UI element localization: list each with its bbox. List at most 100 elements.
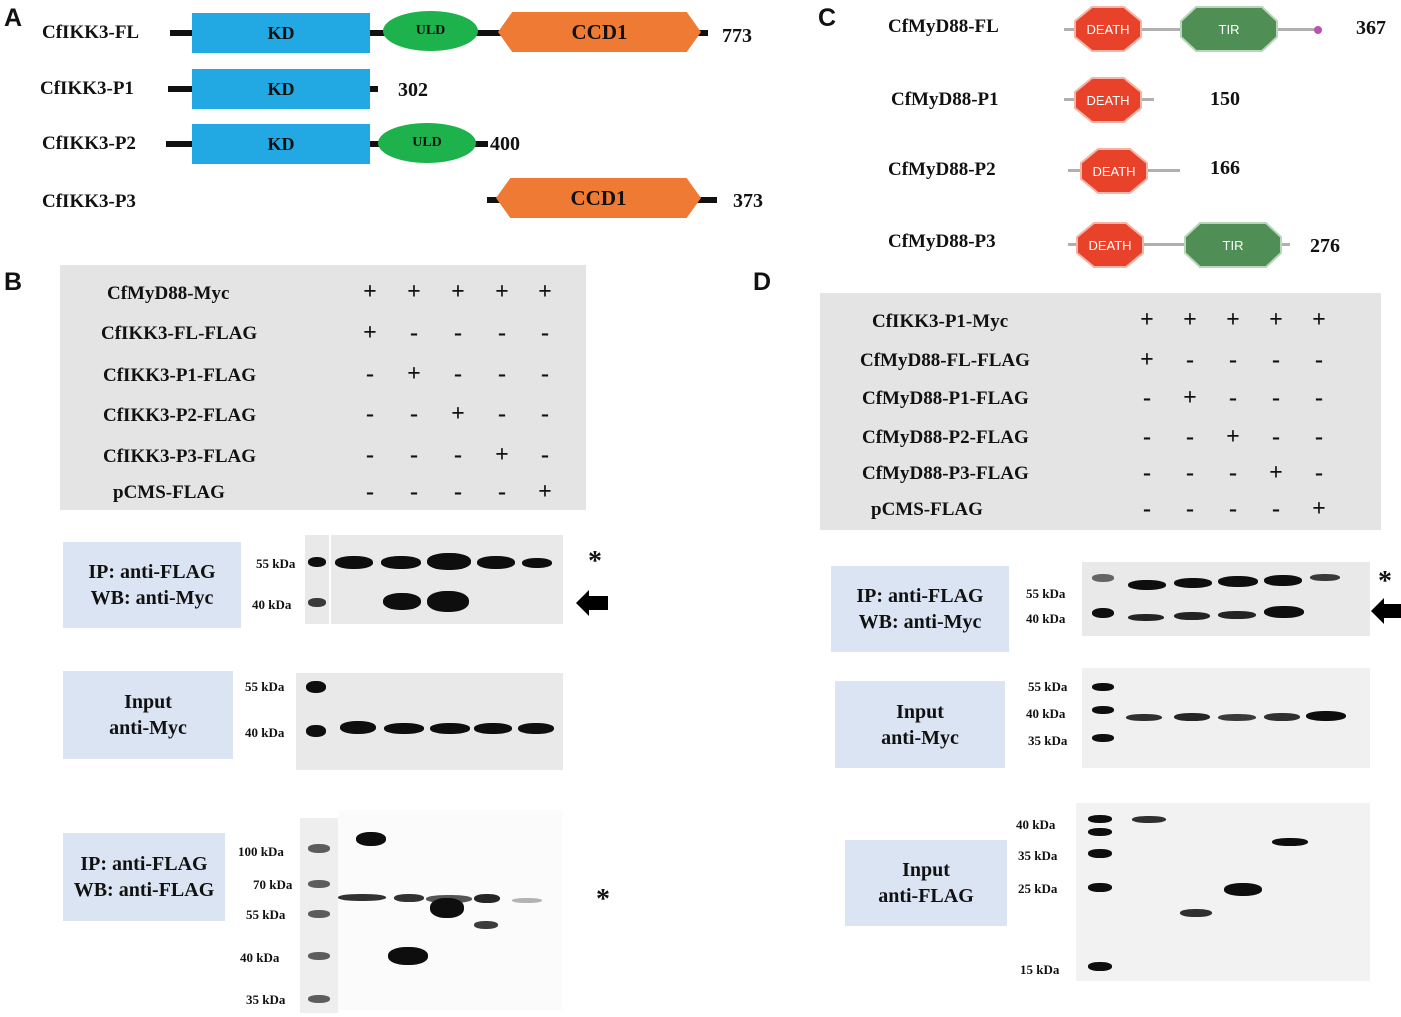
b-sign-r1-c2: -	[454, 320, 462, 346]
d-sign-r4-c2: -	[1229, 460, 1237, 486]
d-blot1-asterisk: *	[1378, 566, 1392, 597]
svg-text:TIR: TIR	[1223, 238, 1244, 253]
d-sign-r0-c0: +	[1140, 307, 1154, 333]
myd88-p3-end: 276	[1310, 235, 1340, 257]
d-sign-r4-c4: -	[1315, 460, 1323, 486]
myd88-p1-end: 150	[1210, 88, 1240, 110]
d-sign-r3-c4: -	[1315, 424, 1323, 450]
d-row-label-3: CfMyD88-P2-FLAG	[862, 427, 1029, 448]
d-blot1-image	[1082, 562, 1370, 636]
svg-text:DEATH: DEATH	[1092, 164, 1135, 179]
b-sign-r2-c3: -	[498, 361, 506, 387]
ikk3-p3-ccd1-domain: CCD1	[496, 178, 701, 218]
myd88-p2-label: CfMyD88-P2	[888, 159, 996, 180]
d-sign-r5-c2: -	[1229, 496, 1237, 522]
d-sign-r4-c1: -	[1186, 460, 1194, 486]
d-sign-r3-c1: -	[1186, 424, 1194, 450]
b-sign-r5-c4: +	[538, 479, 552, 505]
b-blot2-image	[296, 673, 563, 770]
svg-text:DEATH: DEATH	[1086, 22, 1129, 37]
b-sign-r4-c2: -	[454, 442, 462, 468]
b-blot3-label-line2: WB: anti-FLAG	[73, 879, 215, 901]
d-sign-r2-c3: -	[1272, 385, 1280, 411]
b-row-label-4: CfIKK3-P3-FLAG	[103, 446, 257, 467]
myd88-p3-label: CfMyD88-P3	[888, 231, 996, 252]
b-blot1-label-line1: IP: anti-FLAG	[88, 561, 216, 583]
d-sign-r0-c1: +	[1183, 307, 1197, 333]
b-row-label-0: CfMyD88-Myc	[107, 283, 230, 304]
b-blot2-label: Input anti-Myc	[63, 671, 233, 759]
d-blot2-label-line1: Input	[896, 700, 944, 723]
b-blot1-marker-55: 55 kDa	[256, 556, 296, 571]
ikk3-fl-ccd1-domain: CCD1	[498, 12, 701, 52]
d-sign-r3-c0: -	[1143, 424, 1151, 450]
myd88-p1-label: CfMyD88-P1	[891, 89, 999, 110]
b-blot1-label-line2: WB: anti-Myc	[90, 587, 214, 609]
svg-text:TIR: TIR	[1219, 22, 1240, 37]
d-sign-r1-c1: -	[1186, 347, 1194, 373]
b-blot3-ladder-strip	[300, 818, 338, 1013]
b-blot3-marker-35: 35 kDa	[246, 992, 286, 1007]
d-sign-r5-c0: -	[1143, 496, 1151, 522]
b-transfection-table	[60, 265, 586, 510]
b-blot1-arrow-icon	[576, 590, 608, 616]
myd88-p2-death-domain: DEATH	[1080, 148, 1148, 194]
d-sign-r2-c2: -	[1229, 385, 1237, 411]
d-sign-r4-c3: +	[1269, 460, 1283, 486]
d-sign-r4-c0: -	[1143, 460, 1151, 486]
myd88-p3-backbone	[1068, 243, 1290, 246]
b-sign-r2-c1: +	[407, 361, 421, 387]
d-row-label-4: CfMyD88-P3-FLAG	[862, 463, 1029, 484]
b-sign-r1-c1: -	[410, 320, 418, 346]
ikk3-p2-uld-domain: ULD	[378, 123, 476, 163]
d-sign-r1-c2: -	[1229, 347, 1237, 373]
b-sign-r2-c2: -	[454, 361, 462, 387]
d-blot3-marker-15: 15 kDa	[1020, 962, 1060, 977]
myd88-p1-death-domain: DEATH	[1074, 77, 1142, 123]
b-sign-r3-c3: -	[498, 401, 506, 427]
b-blot2-label-line2: anti-Myc	[109, 717, 187, 739]
b-sign-r0-c0: +	[363, 279, 377, 305]
myd88-p3-death-domain: DEATH	[1076, 222, 1144, 268]
b-row-label-1: CfIKK3-FL-FLAG	[101, 323, 258, 344]
d-row-label-2: CfMyD88-P1-FLAG	[862, 388, 1029, 409]
d-transfection-table	[820, 293, 1381, 530]
ikk3-fl-uld-domain: ULD	[383, 11, 478, 51]
b-blot1-marker-40: 40 kDa	[252, 597, 292, 612]
b-sign-r5-c0: -	[366, 479, 374, 505]
b-row-label-5: pCMS-FLAG	[113, 482, 225, 503]
b-sign-r3-c4: -	[541, 401, 549, 427]
d-sign-r2-c4: -	[1315, 385, 1323, 411]
ikk3-p2-label: CfIKK3-P2	[42, 133, 136, 154]
d-blot2-marker-40: 40 kDa	[1026, 706, 1066, 721]
panel-label-b: B	[4, 268, 23, 296]
b-blot3-label: IP: anti-FLAG WB: anti-FLAG	[63, 833, 225, 921]
d-blot1-marker-55: 55 kDa	[1026, 586, 1066, 601]
d-blot2-marker-55: 55 kDa	[1028, 679, 1068, 694]
panel-label-a: A	[4, 4, 23, 32]
b-blot1-image	[331, 535, 563, 624]
b-sign-r5-c3: -	[498, 479, 506, 505]
b-blot3-asterisk: *	[596, 884, 610, 915]
b-sign-r3-c2: +	[451, 401, 465, 427]
b-sign-r4-c0: -	[366, 442, 374, 468]
d-blot2-label-line2: anti-Myc	[881, 726, 959, 749]
ikk3-fl-label: CfIKK3-FL	[42, 22, 140, 43]
ikk3-fl-end: 773	[722, 25, 752, 47]
d-blot3-label-line2: anti-FLAG	[878, 885, 974, 907]
panel-label-d: D	[753, 268, 772, 296]
svg-text:DEATH: DEATH	[1088, 238, 1131, 253]
d-blot2-marker-35: 35 kDa	[1028, 733, 1068, 748]
d-row-label-5: pCMS-FLAG	[871, 499, 983, 520]
b-sign-r5-c2: -	[454, 479, 462, 505]
b-sign-r4-c4: -	[541, 442, 549, 468]
ikk3-p3-end: 373	[733, 190, 763, 212]
b-blot3-marker-70: 70 kDa	[253, 877, 293, 892]
d-blot3-marker-40: 40 kDa	[1016, 817, 1056, 832]
d-blot3-marker-25: 25 kDa	[1018, 881, 1058, 896]
d-sign-r0-c3: +	[1269, 307, 1283, 333]
b-blot1-ladder-strip	[305, 535, 329, 624]
b-sign-r4-c1: -	[410, 442, 418, 468]
d-blot1-label-line1: IP: anti-FLAG	[856, 585, 984, 607]
b-blot3-image	[338, 810, 562, 1010]
